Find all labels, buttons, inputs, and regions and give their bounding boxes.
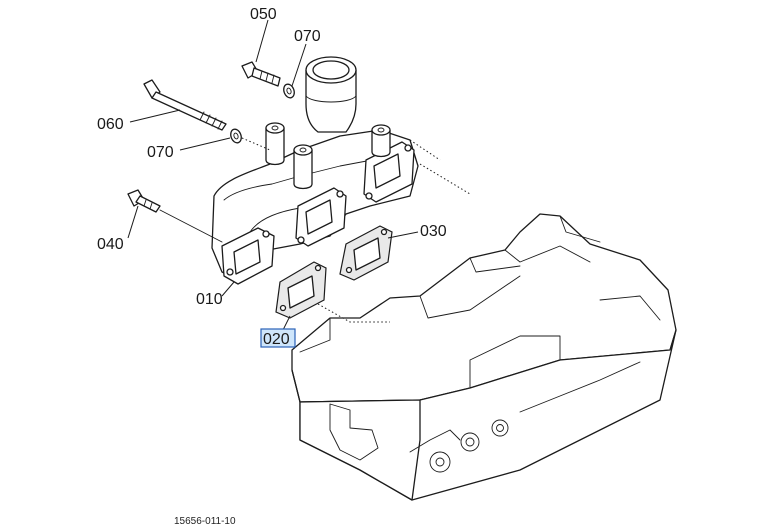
callout-020[interactable]: 020 (263, 331, 290, 348)
gasket-020 (275, 261, 327, 319)
callout-070-left[interactable]: 070 (147, 144, 174, 161)
callout-060[interactable]: 060 (97, 116, 124, 133)
stud-bolt-060 (129, 79, 227, 131)
callout-highlight-box (260, 328, 296, 348)
leader-030 (387, 231, 419, 239)
callout-030[interactable]: 030 (420, 223, 447, 240)
bolt-040 (127, 189, 223, 243)
leader-010 (221, 281, 235, 297)
callout-040[interactable]: 040 (97, 236, 124, 253)
figure-number: 15656-011-10 (174, 516, 236, 527)
cylinder-head (291, 213, 677, 501)
intake-manifold-010 (211, 56, 471, 285)
washer-070-left (179, 128, 271, 151)
bolt-050 (241, 19, 281, 87)
callout-020-highlighted[interactable]: 020 (260, 328, 296, 348)
gasket-030 (339, 225, 393, 281)
callout-010[interactable]: 010 (196, 291, 223, 308)
callout-050[interactable]: 050 (250, 6, 277, 23)
callout-070-top[interactable]: 070 (294, 28, 321, 45)
washer-070-top (283, 43, 307, 99)
